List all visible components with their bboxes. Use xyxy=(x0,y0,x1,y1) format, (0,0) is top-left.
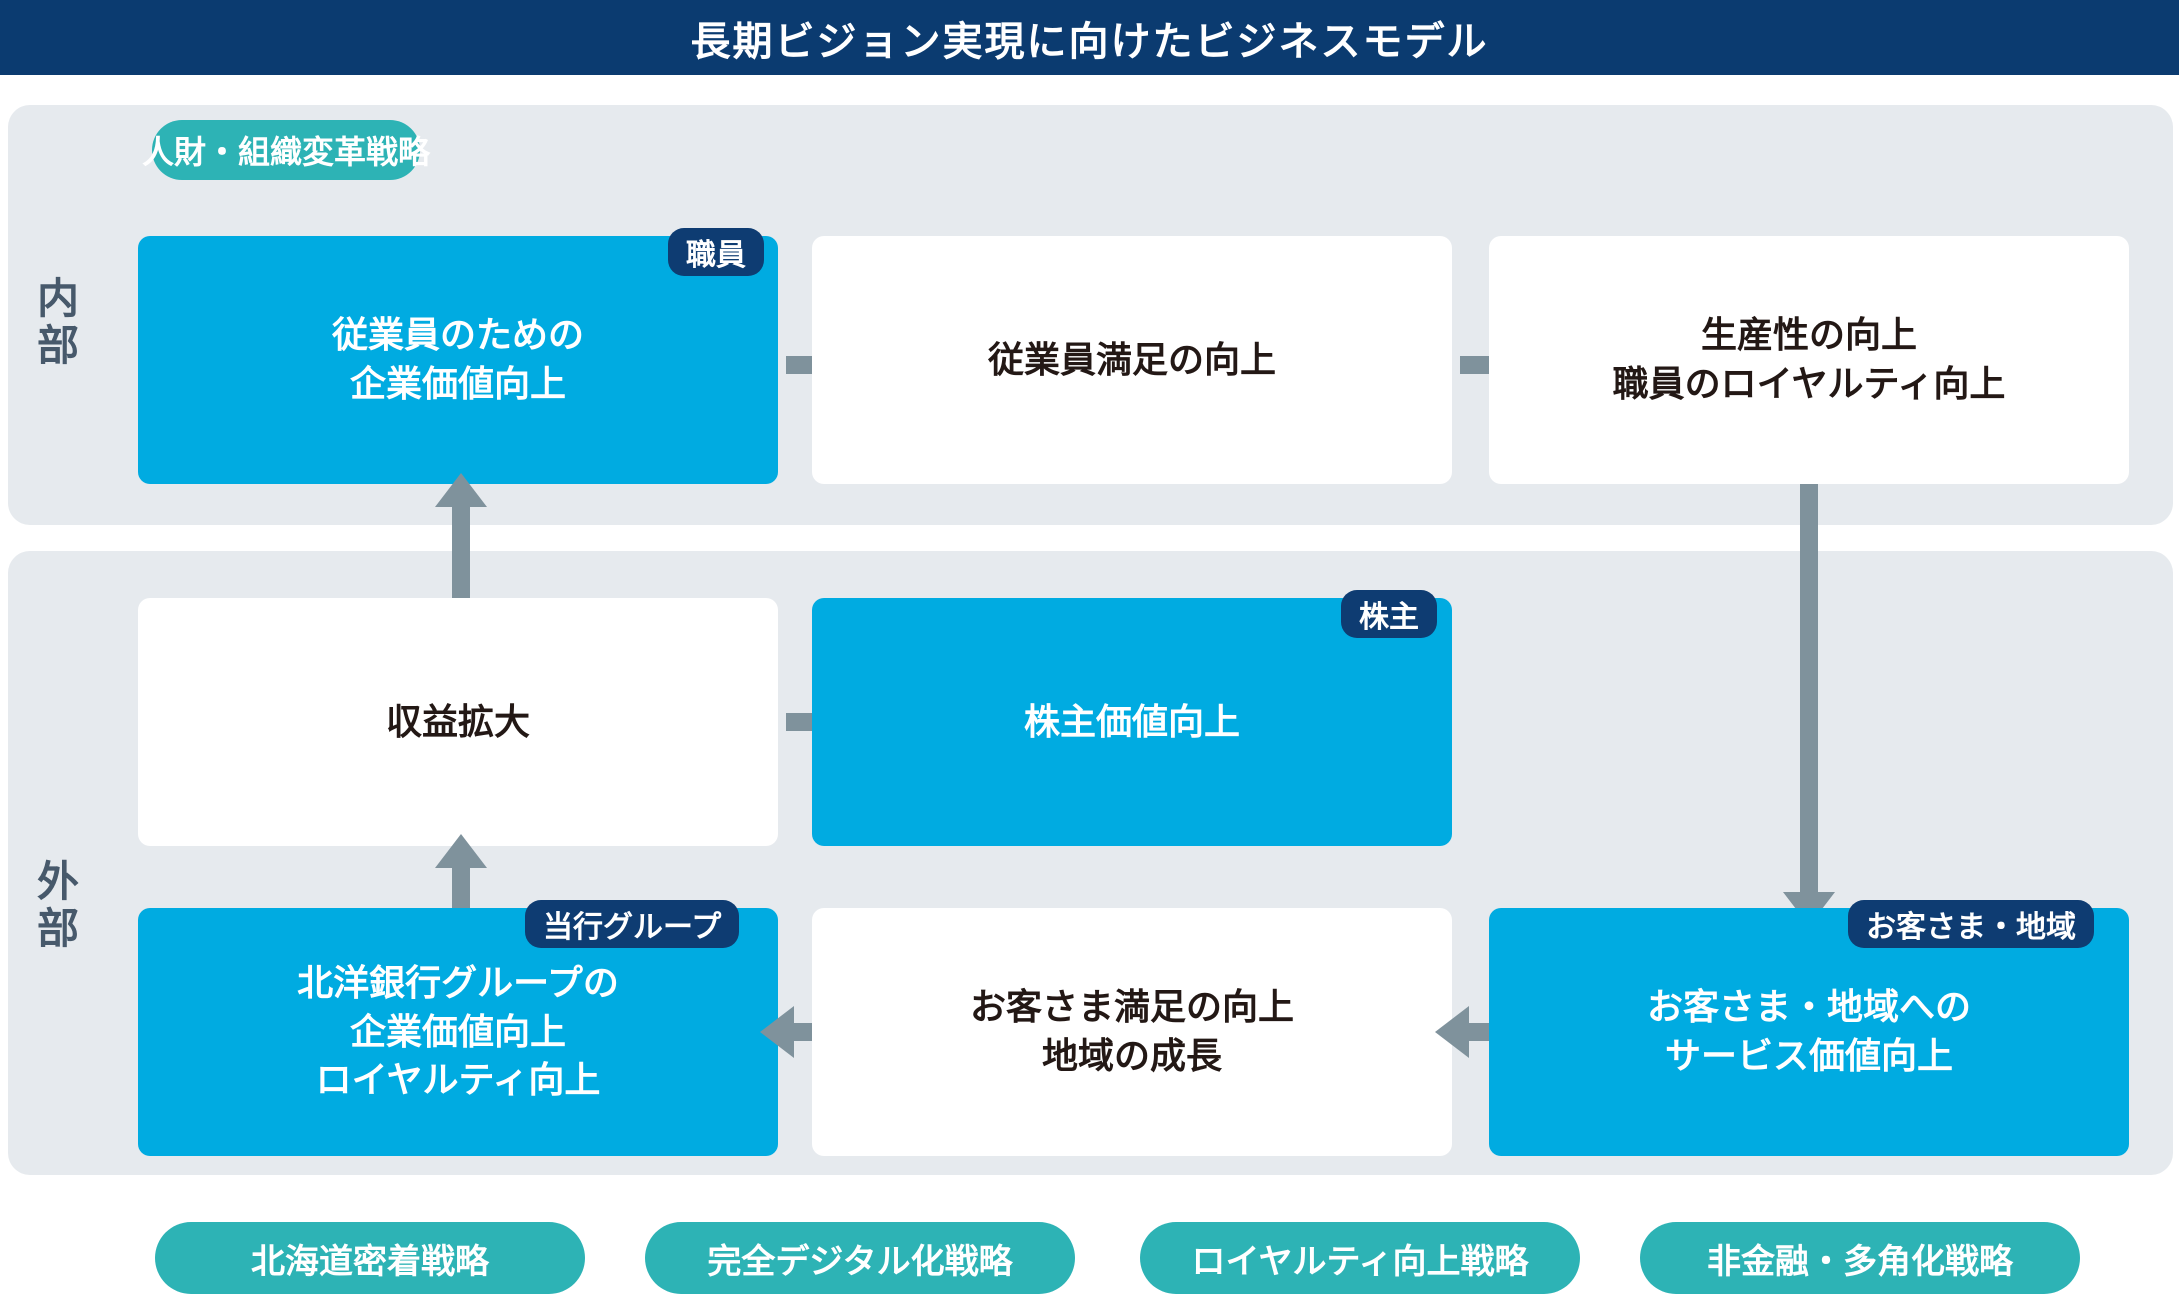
strategy-pill-nonfinancial-label: 非金融・多角化戦略 xyxy=(1707,1242,2013,1281)
arrow-productivity-to-customer-shaft xyxy=(1800,484,1818,898)
strategy-pill-hokkaido-label: 北海道密着戦略 xyxy=(251,1242,489,1281)
internal-label-char-1: 内 xyxy=(36,275,79,322)
box-employee-value-line-1: 従業員のための xyxy=(331,314,584,356)
internal-label-char-2: 部 xyxy=(36,322,79,370)
arrow-satisfaction-to-productivity-shaft xyxy=(1460,356,1496,374)
box-customer-satisfaction-line-1: お客さま満足の向上 xyxy=(969,986,1294,1028)
box-productivity[interactable]: 生産性の向上 職員のロイヤルティ向上 xyxy=(1489,236,2129,484)
box-group-value-line-2: 企業価値向上 xyxy=(349,1010,566,1052)
box-customer-service-value-line-1: お客さま・地域への xyxy=(1646,986,1971,1028)
tag-shareholder-label: 株主 xyxy=(1359,601,1419,634)
box-employee-satisfaction[interactable]: 従業員満足の向上 xyxy=(812,236,1452,484)
external-label-char-2: 部 xyxy=(36,905,79,953)
strategy-pill-digital[interactable]: 完全デジタル化戦略 xyxy=(645,1222,1075,1294)
tag-customer-region: お客さま・地域 xyxy=(1848,900,2094,948)
arrow-service-to-customer-sat-head xyxy=(1435,1006,1469,1058)
box-group-value[interactable]: 北洋銀行グループの 企業価値向上 ロイヤルティ向上 xyxy=(138,908,778,1156)
box-profit-growth[interactable]: 収益拡大 xyxy=(138,598,778,846)
tag-employee: 職員 xyxy=(668,228,764,276)
strategy-pill-loyalty[interactable]: ロイヤルティ向上戦略 xyxy=(1140,1222,1580,1294)
box-customer-service-value[interactable]: お客さま・地域への サービス価値向上 xyxy=(1489,908,2129,1156)
internal-label: 内 部 xyxy=(18,275,98,369)
box-customer-satisfaction-line-2: 地域の成長 xyxy=(1041,1035,1222,1076)
box-shareholder-value[interactable]: 株主価値向上 xyxy=(812,598,1452,846)
external-label-char-1: 外 xyxy=(36,858,79,905)
hr-organization-strategy-badge[interactable]: 人財・組織変革戦略 xyxy=(142,120,430,180)
strategy-pill-loyalty-label: ロイヤルティ向上戦略 xyxy=(1191,1242,1529,1281)
strategy-pill-nonfinancial[interactable]: 非金融・多角化戦略 xyxy=(1640,1222,2080,1294)
external-label: 外 部 xyxy=(18,858,98,952)
arrow-profit-to-employee-head xyxy=(435,473,487,507)
box-employee-value[interactable]: 従業員のための 企業価値向上 xyxy=(138,236,778,484)
box-employee-value-line-2: 企業価値向上 xyxy=(349,363,566,404)
box-productivity-line-1: 生産性の向上 xyxy=(1700,314,1917,356)
box-profit-growth-line-1: 収益拡大 xyxy=(385,700,530,742)
box-employee-satisfaction-line-1: 従業員満足の向上 xyxy=(987,338,1276,380)
hr-organization-strategy-label: 人財・組織変革戦略 xyxy=(142,134,431,170)
arrow-customer-sat-to-group-head xyxy=(760,1006,794,1058)
page-title: 長期ビジョン実現に向けたビジネスモデル xyxy=(690,19,1489,64)
strategy-pill-hokkaido[interactable]: 北海道密着戦略 xyxy=(155,1222,585,1294)
box-productivity-line-2: 職員のロイヤルティ向上 xyxy=(1612,363,2006,404)
tag-customer-region-label: お客さま・地域 xyxy=(1866,911,2076,944)
tag-employee-label: 職員 xyxy=(686,239,746,272)
arrow-group-to-profit-shaft xyxy=(452,862,470,910)
tag-our-group-label: 当行グループ xyxy=(543,911,722,944)
arrow-profit-to-employee-shaft xyxy=(452,492,470,602)
arrow-group-to-profit-head xyxy=(435,834,487,868)
box-customer-satisfaction[interactable]: お客さま満足の向上 地域の成長 xyxy=(812,908,1452,1156)
tag-our-group: 当行グループ xyxy=(525,900,740,948)
box-shareholder-value-line-1: 株主価値向上 xyxy=(1023,700,1240,742)
box-group-value-line-1: 北洋銀行グループの xyxy=(297,962,619,1004)
strategy-pill-digital-label: 完全デジタル化戦略 xyxy=(707,1242,1013,1281)
page-title-bar: 長期ビジョン実現に向けたビジネスモデル xyxy=(0,0,2179,75)
box-customer-service-value-line-2: サービス価値向上 xyxy=(1664,1035,1953,1076)
box-group-value-line-3: ロイヤルティ向上 xyxy=(315,1059,601,1101)
tag-shareholder: 株主 xyxy=(1341,590,1437,638)
